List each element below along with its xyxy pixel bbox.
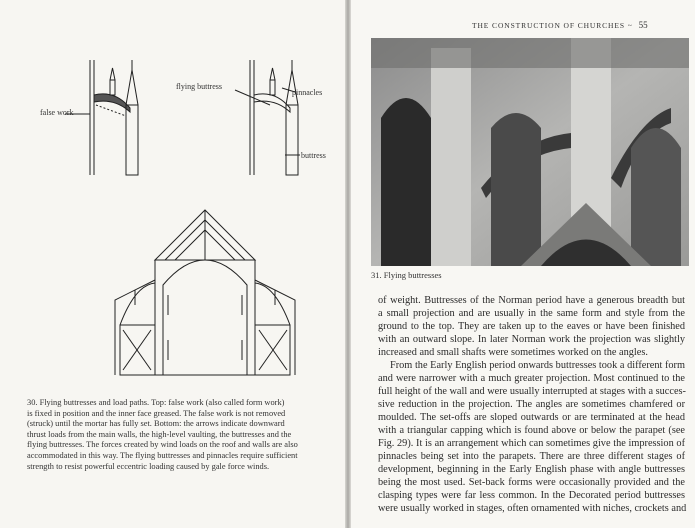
label-flying-buttress: flying buttress bbox=[176, 82, 222, 91]
flying-buttresses-photo bbox=[371, 38, 689, 266]
body-line: with an outward slope. In later Norman w… bbox=[378, 334, 685, 345]
caption-line: is fixed in position and the inner face … bbox=[27, 408, 286, 418]
body-line: ground to the top. They are taken up to … bbox=[378, 321, 685, 332]
body-line: moulded. The set-offs are sloped outward… bbox=[378, 412, 685, 423]
body-line: full height of the wall and were usually… bbox=[378, 386, 686, 397]
caption-line: strength to resist powerful eccentric lo… bbox=[27, 461, 270, 471]
body-line: From the Early English period onwards bu… bbox=[390, 360, 685, 371]
flying-buttress-falsework-drawing bbox=[65, 60, 300, 176]
caption-line: flying buttresses. The forces created by… bbox=[27, 440, 298, 450]
caption-line: accommodated in this way. The flying but… bbox=[27, 450, 298, 460]
running-head-title: THE CONSTRUCTION OF CHURCHES bbox=[472, 21, 625, 30]
caption-line: (struck) until the mortar has fully set.… bbox=[27, 419, 285, 429]
body-line: were usually worked in stages, often orn… bbox=[378, 503, 687, 514]
body-line: clasping types were far less common. In … bbox=[378, 490, 685, 501]
running-head-separator: ~ bbox=[627, 21, 633, 30]
page-number: 55 bbox=[638, 20, 648, 30]
body-line: and were narrower with a much greater pr… bbox=[378, 373, 685, 384]
figure-30-caption: 30. Flying buttresses and load paths. To… bbox=[27, 398, 327, 472]
body-text: of weight. Buttresses of the Norman peri… bbox=[378, 294, 687, 515]
running-head: THE CONSTRUCTION OF CHURCHES ~55 bbox=[472, 20, 648, 30]
body-line: of weight. Buttresses of the Norman peri… bbox=[378, 295, 685, 306]
label-pinnacles: pinnacles bbox=[292, 88, 323, 97]
body-line: development, beginning in the Early Engl… bbox=[378, 464, 685, 475]
label-false-work: false work bbox=[40, 108, 74, 117]
body-line: pinnacles being set into the parapets. T… bbox=[378, 451, 685, 462]
body-line: with a triangular capping which is found… bbox=[378, 425, 685, 436]
church-cross-section-drawing bbox=[114, 209, 296, 376]
body-line: Fig. 29). It is an arrangement which can… bbox=[378, 438, 685, 449]
figure-31-caption: 31. Flying buttresses bbox=[371, 270, 442, 280]
body-line: being the most used. Set-back forms were… bbox=[378, 477, 685, 488]
book-gutter bbox=[345, 0, 351, 528]
label-buttress: buttress bbox=[301, 151, 326, 160]
body-line: increased and small shafts were sometime… bbox=[378, 347, 648, 358]
body-line: sive reduction in the projection. The an… bbox=[378, 399, 685, 410]
body-line: a small projection and are usually in th… bbox=[378, 308, 685, 319]
caption-line: thrust loads from the main walls, the hi… bbox=[27, 429, 292, 439]
caption-line: 30. Flying buttresses and load paths. To… bbox=[27, 398, 285, 407]
